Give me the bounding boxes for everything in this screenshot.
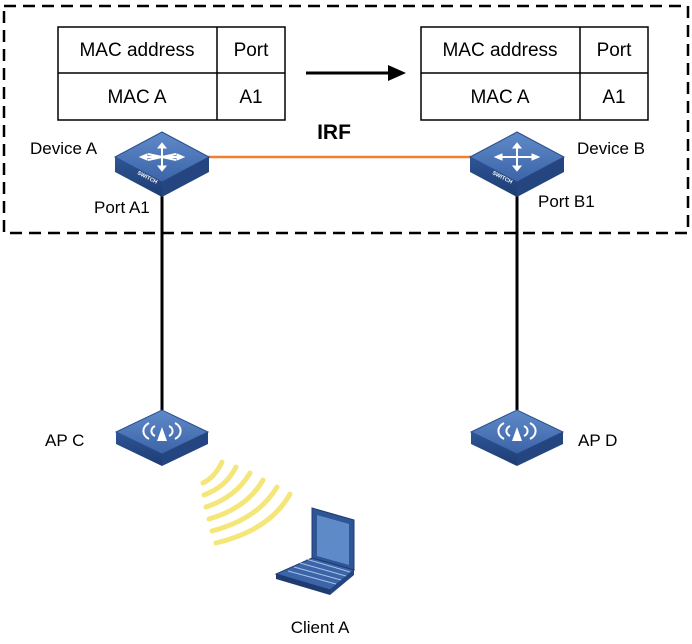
client-a-label: Client A xyxy=(291,618,350,637)
table-cell-mac: MAC A xyxy=(107,87,166,108)
access-point-icon xyxy=(469,409,565,466)
mac-table-left: MAC address Port MAC A A1 xyxy=(57,26,286,121)
ap-d-label: AP D xyxy=(578,431,617,450)
wireless-signal-icon xyxy=(200,459,293,546)
device-a-label: Device A xyxy=(30,139,98,158)
table-header-port: Port xyxy=(597,40,633,61)
port-a1-label: Port A1 xyxy=(94,198,150,217)
table-cell-port: A1 xyxy=(602,87,625,108)
laptop-icon xyxy=(274,507,356,595)
table-header-port: Port xyxy=(234,40,270,61)
access-point-icon xyxy=(114,409,210,466)
device-b-label: Device B xyxy=(577,139,645,158)
mac-table-right: MAC address Port MAC A A1 xyxy=(420,26,649,121)
table-header-mac: MAC address xyxy=(442,40,557,61)
table-cell-port: A1 xyxy=(239,87,262,108)
port-b1-label: Port B1 xyxy=(538,192,595,211)
ap-c-label: AP C xyxy=(45,431,84,450)
table-cell-mac: MAC A xyxy=(470,87,529,108)
irf-label: IRF xyxy=(317,121,351,144)
switch-icon: SWITCH xyxy=(468,131,566,197)
switch-icon: SWITCH xyxy=(113,131,211,197)
irf-boundary xyxy=(2,4,690,235)
table-header-mac: MAC address xyxy=(79,40,194,61)
arrow-right-icon xyxy=(306,65,406,81)
